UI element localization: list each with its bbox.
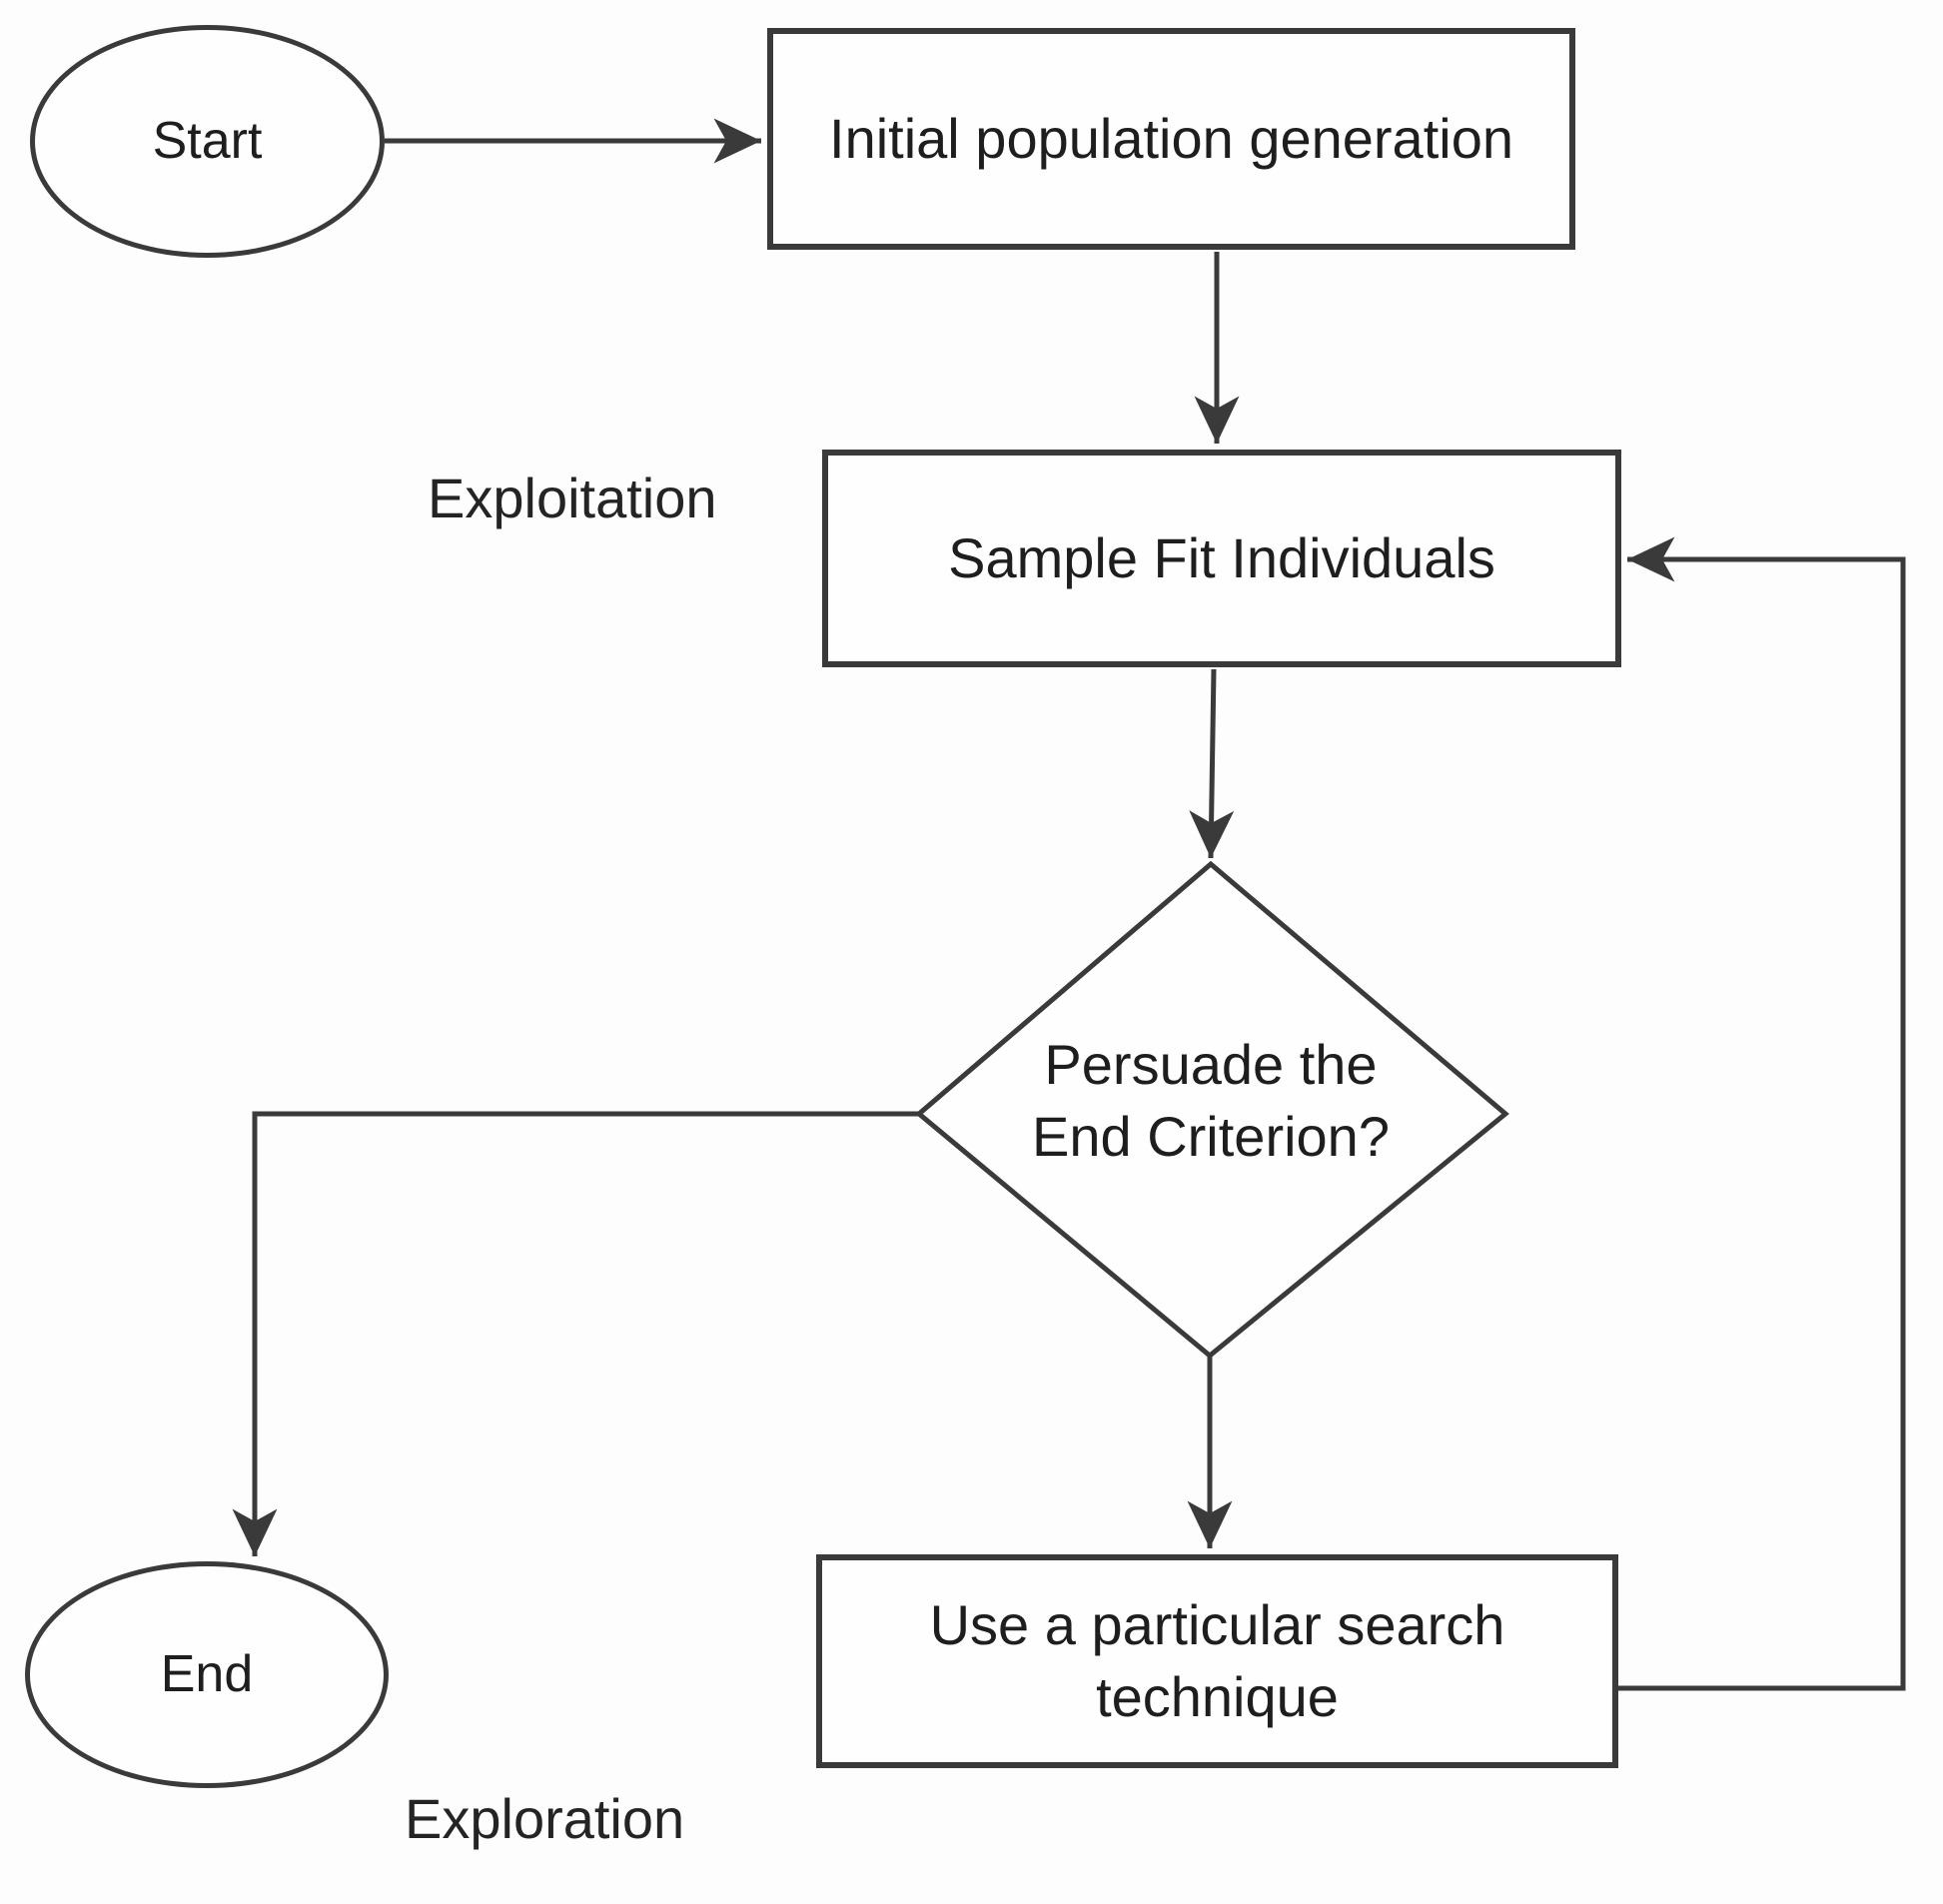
annotation-exploration: Exploration: [405, 1787, 685, 1850]
node-sample-fit-label: Sample Fit Individuals: [948, 526, 1495, 590]
edge-sample-to-decision: [1189, 668, 1235, 859]
node-sample-fit: Sample Fit Individuals: [822, 450, 1621, 667]
edge-search-to-sample-loop: [1618, 536, 1906, 1691]
node-start: Start: [30, 25, 385, 258]
decision-diamond-shape: [915, 860, 1509, 1360]
node-initial-population-label: Initial population generation: [829, 107, 1513, 171]
node-search-technique: Use a particular search technique: [816, 1554, 1618, 1768]
node-end-criterion-label: Persuade the End Criterion?: [1032, 1033, 1390, 1168]
node-search-technique-label: Use a particular search technique: [929, 1593, 1505, 1728]
node-end: End: [25, 1561, 389, 1788]
annotation-exploitation: Exploitation: [428, 467, 717, 529]
edge-decision-to-end: [232, 1111, 919, 1556]
node-end-label: End: [160, 1645, 254, 1704]
node-start-label: Start: [152, 112, 263, 171]
node-initial-population: Initial population generation: [767, 28, 1575, 250]
